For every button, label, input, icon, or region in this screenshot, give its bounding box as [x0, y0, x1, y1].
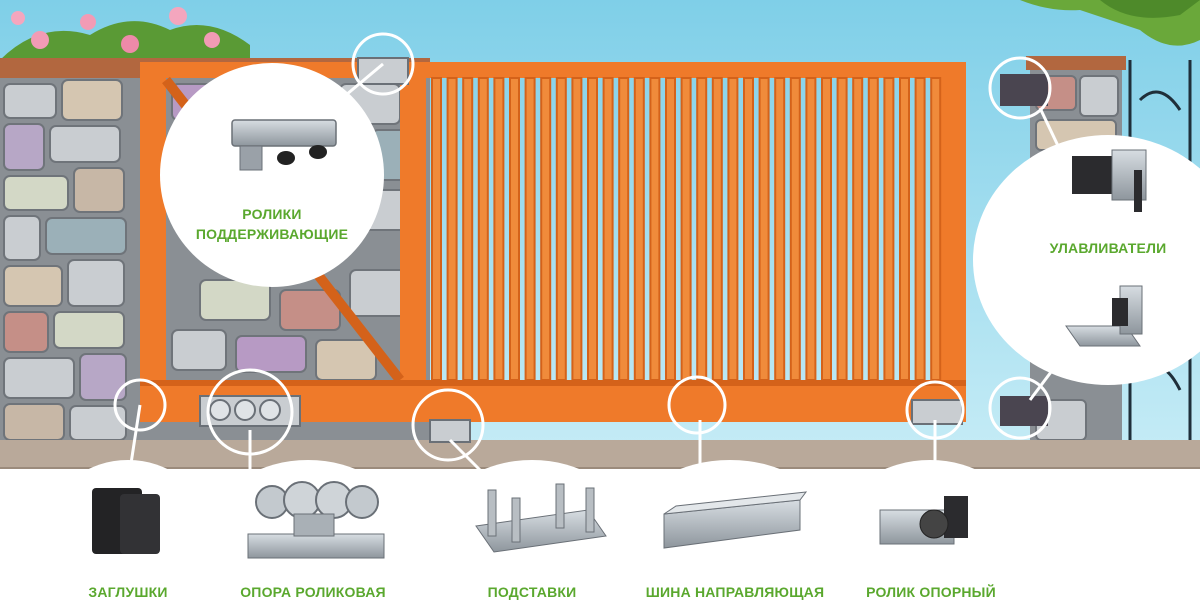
gate-slat — [524, 77, 536, 381]
gate-slat — [431, 77, 442, 381]
gate-slat — [836, 77, 848, 381]
catcher-icon-bottom — [1065, 285, 1143, 347]
gate-slat — [587, 77, 598, 381]
gate-roller-carriage — [199, 57, 1048, 443]
gate-slat — [555, 77, 567, 381]
gate-slat — [711, 77, 723, 381]
gate-slat — [821, 77, 832, 381]
gate-slat — [509, 77, 520, 381]
gate-slat — [602, 77, 614, 381]
gate-slat — [883, 77, 895, 381]
gate-slat — [789, 77, 801, 381]
gate-slat — [680, 77, 692, 381]
support-rollers-label-line1: РОЛИКИ — [242, 206, 302, 222]
roller-carriage-label: ОПОРА РОЛИКОВАЯ — [240, 584, 386, 600]
gate-slat — [867, 77, 879, 381]
guide-rail-label: ШИНА НАПРАВЛЯЮЩАЯ — [645, 584, 825, 600]
gate-slat — [805, 77, 817, 381]
roller-carriage-icon — [247, 481, 385, 559]
end-caps-icon — [92, 488, 160, 554]
callout-rings — [113, 32, 1052, 462]
support-rollers-label: РОЛИКИ ПОДДЕРЖИВАЮЩИЕ — [182, 204, 362, 244]
gate-slat — [571, 77, 583, 381]
gate-slat — [477, 77, 489, 381]
catchers-label: УЛАВЛИВАТЕЛИ — [1049, 240, 1167, 256]
end-roller-icon — [879, 496, 968, 545]
gate-slat — [758, 77, 770, 381]
end-caps-label: ЗАГЛУШКИ — [88, 584, 168, 600]
gate-slat — [852, 77, 864, 381]
support-rollers-label-line2: ПОДДЕРЖИВАЮЩИЕ — [195, 226, 349, 242]
stands-label: ПОДСТАВКИ — [487, 584, 577, 600]
ground — [0, 440, 1200, 468]
gate-slat — [696, 77, 708, 381]
end-roller-label: РОЛИК ОПОРНЫЙ — [866, 584, 996, 600]
gate-slat — [462, 77, 474, 381]
stands-icon — [475, 483, 607, 553]
gate-slat — [665, 77, 676, 381]
gate-slat — [774, 77, 786, 381]
support-rollers-callout — [160, 63, 384, 287]
gate-slat — [930, 77, 942, 381]
guide-rail-icon — [663, 491, 808, 549]
gate-slat — [727, 77, 739, 381]
catcher-icon-top — [1072, 149, 1147, 212]
gate-slat — [633, 77, 645, 381]
gate-slat — [618, 77, 630, 381]
support-rollers-icon — [231, 119, 337, 171]
rose-bush — [0, 7, 250, 62]
gate-slat — [649, 77, 661, 381]
gate-slat — [899, 77, 910, 381]
tree-foliage — [1020, 0, 1200, 46]
gate-slat — [743, 77, 754, 381]
gate-slat — [540, 77, 552, 381]
gate-slat — [446, 77, 458, 381]
gate-slat — [493, 77, 505, 381]
gate-slat — [914, 77, 926, 381]
